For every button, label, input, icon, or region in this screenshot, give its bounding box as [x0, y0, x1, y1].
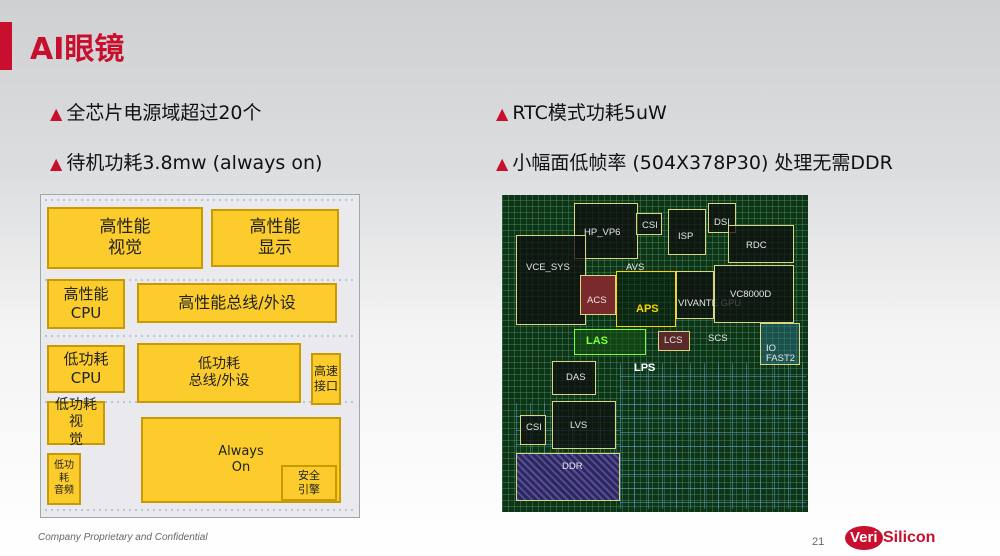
module-lvs: [552, 401, 616, 449]
module-lcs: [658, 331, 690, 351]
block-lp-vision: 低功耗视 觉: [47, 397, 105, 448]
triangle-bullet-icon: ▲: [50, 154, 63, 173]
page-number: 21: [812, 536, 825, 548]
module-csi-top: [636, 213, 662, 235]
block-security-engine: 安全 引擎: [281, 465, 337, 501]
triangle-bullet-icon: ▲: [50, 104, 63, 123]
chip-die-layout: HP_VP6 CSI ISP DSI RDC VCE_SYS AVS ACS A…: [502, 195, 808, 512]
module-ddr: [516, 453, 620, 501]
bullet-rtc-power: ▲RTC模式功耗5uW: [496, 102, 667, 124]
block-hs-interface: 高速 接口: [311, 353, 341, 405]
block-hp-vision: 高性能 视觉: [47, 207, 203, 269]
block-always-on: Always On: [141, 417, 341, 503]
block-lp-cpu: 低功耗 CPU: [47, 345, 125, 393]
triangle-bullet-icon: ▲: [496, 154, 509, 173]
module-vce-sys: [516, 235, 586, 325]
slide-title: AI眼镜: [30, 32, 125, 67]
block-hp-display: 高性能 显示: [211, 209, 339, 267]
block-lp-audio: 低功 耗 音频: [47, 453, 81, 505]
module-csi-bottom: [520, 415, 546, 445]
module-rdc: [728, 225, 794, 263]
module-aps: [616, 271, 676, 327]
block-hp-bus: 高性能总线/外设: [137, 283, 337, 323]
module-io-fast2: [760, 323, 800, 365]
bullet-power-domains: ▲全芯片电源域超过20个: [50, 102, 262, 124]
module-vivante-gpu: [676, 271, 714, 319]
bullet-standby-power: ▲待机功耗3.8mw (always on): [50, 152, 323, 174]
block-lp-bus: 低功耗 总线/外设: [137, 343, 301, 403]
triangle-bullet-icon: ▲: [496, 104, 509, 123]
module-acs: [580, 275, 616, 315]
module-vc8000d: [714, 265, 794, 323]
bullet-low-framerate: ▲小幅面低帧率 (504X378P30) 处理无需DDR: [496, 152, 893, 174]
verisilicon-logo: Veri Silicon: [845, 524, 955, 552]
block-hp-cpu: 高性能 CPU: [47, 279, 125, 329]
confidential-footer: Company Proprietary and Confidential: [38, 532, 208, 543]
title-accent-bar: [0, 22, 12, 70]
module-isp: [668, 209, 706, 255]
power-domain-floorplan: 高性能 视觉 高性能 显示 高性能 CPU 高性能总线/外设 低功耗 CPU 低…: [40, 194, 360, 518]
module-das: [552, 361, 596, 395]
module-dsi: [708, 203, 736, 233]
module-las: [574, 329, 646, 355]
